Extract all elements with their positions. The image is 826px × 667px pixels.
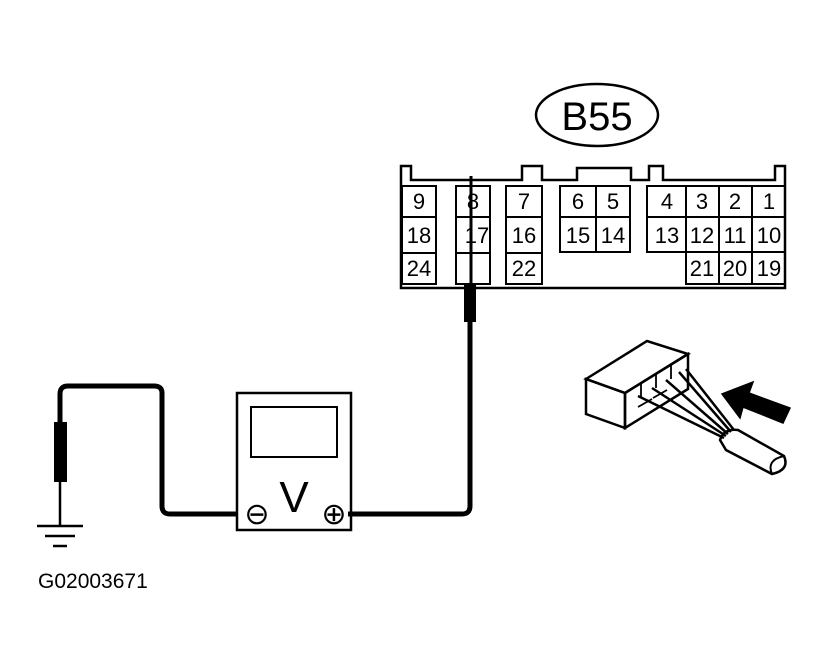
pin-2: 2 [729,189,741,214]
meter-display [250,406,338,458]
pin-20: 20 [723,256,747,281]
arrow-shape [720,380,792,424]
pin-22: 22 [512,256,536,281]
meter-body [235,391,353,532]
pin-16: 16 [512,223,536,248]
harness-connector-icon [583,339,787,476]
pin-8: 8 [467,189,479,214]
pin-11: 11 [724,223,747,248]
ground-symbol-icon [37,524,83,548]
pin-17: 17 [465,223,489,248]
pin-19: 19 [757,256,781,281]
pin-6: 6 [572,189,584,214]
cavity-group-8 [455,185,491,285]
connector-label: B55 [534,82,660,148]
pin-10: 10 [757,223,781,248]
cavity-group-7 [505,185,543,285]
cavity-group-right [646,185,786,285]
pin-7: 7 [518,189,530,214]
cavity-group-left [401,185,437,285]
voltmeter-icon: V ⊖ ⊕ [235,391,353,532]
pin-4: 4 [661,189,673,214]
connector-housing [399,164,787,290]
connector-label-oval [534,82,660,148]
pin-9: 9 [413,189,425,214]
pin-1: 1 [763,189,775,214]
pin-14: 14 [601,223,625,248]
harness-wires [637,368,735,440]
pin-24: 24 [407,256,431,281]
positive-probe [348,176,476,517]
plus-terminal: ⊕ [321,498,346,531]
insertion-arrow-icon [720,380,792,424]
pin-3: 3 [696,189,708,214]
pin-15: 15 [566,223,590,248]
pin-12: 12 [690,223,714,248]
pin-21: 21 [690,256,714,281]
minus-terminal: ⊖ [244,498,269,531]
connector-face-icon: 9 8 7 6 5 4 3 2 1 18 17 16 15 14 13 12 1… [399,164,787,290]
sleeve-end [769,455,785,475]
harness-sleeve [718,428,787,476]
meter-symbol: V [279,473,309,522]
pin-18: 18 [407,223,431,248]
connector-box-side [623,351,690,431]
pin-5: 5 [607,189,619,214]
connector-id: B55 [561,95,632,139]
probe-handle [464,284,476,322]
negative-probe-handle [54,422,67,482]
negative-lead-wire [57,383,237,517]
negative-lead [54,383,237,525]
pin-13: 13 [655,223,679,248]
cavity-group-center [559,185,631,253]
connector-cavities [637,365,672,408]
figure-code: G02003671 [38,570,148,593]
positive-lead-wire [348,322,473,517]
